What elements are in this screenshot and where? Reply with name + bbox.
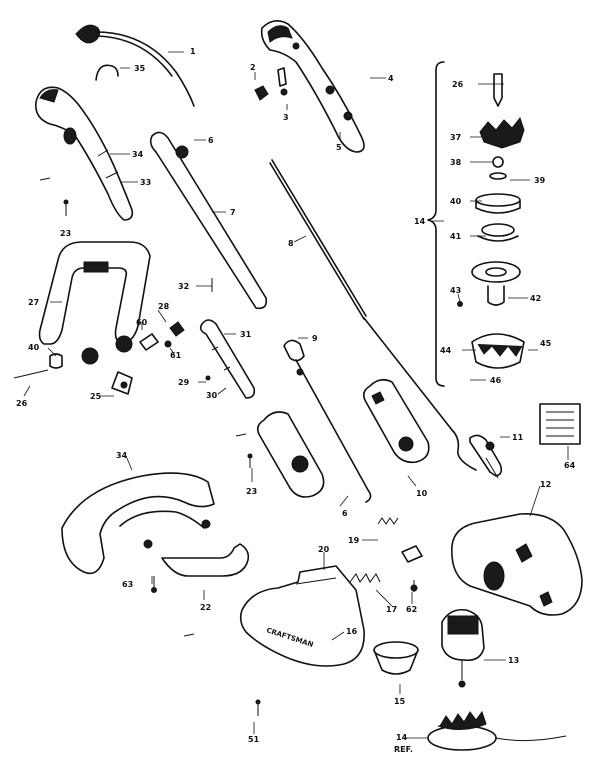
- short-tube-icon: [199, 319, 256, 399]
- callout-35: 35: [134, 64, 146, 73]
- callout-30: 30: [206, 391, 218, 400]
- callout-6-mid: 6: [342, 509, 348, 518]
- handle-hardware-icon: [13, 321, 185, 395]
- callout-26-left: 26: [16, 399, 28, 408]
- callout-40-top: 40: [450, 197, 462, 206]
- callout-46: 46: [490, 376, 502, 385]
- callout-43: 43: [450, 286, 461, 295]
- fan-ref-icon: [427, 710, 567, 751]
- callout-23-mid: 23: [246, 487, 257, 496]
- callout-9: 9: [312, 334, 318, 343]
- callout-5: 5: [336, 143, 342, 152]
- callout-20: 20: [318, 545, 330, 554]
- shaft-tube-icon: [149, 131, 268, 310]
- callout-40-left: 40: [28, 343, 40, 352]
- callout-19: 19: [348, 536, 360, 545]
- lower-housing-icon: CRAFTSMAN: [239, 565, 365, 667]
- callout-ref: REF.: [394, 745, 413, 754]
- upper-handle-icon: [260, 20, 365, 153]
- callout-64: 64: [564, 461, 576, 470]
- callout-44: 44: [440, 346, 452, 355]
- callout-25: 25: [90, 392, 102, 401]
- screw-hardware-icon: [254, 67, 288, 101]
- callout-61: 61: [170, 351, 182, 360]
- grass-guard-icon: [61, 472, 215, 575]
- screw-icon: [205, 375, 211, 381]
- callout-2: 2: [250, 63, 256, 72]
- callout-4: 4: [388, 74, 394, 83]
- callout-labels: 1 35 2 3 4 5 6 34 33 23 7 8 26 37 38 39 …: [16, 47, 576, 754]
- spring-icon: [349, 517, 423, 583]
- motor-armature-icon: [441, 608, 485, 688]
- callout-33: 33: [140, 178, 151, 187]
- drive-cable-icon: [269, 159, 477, 471]
- callout-12: 12: [540, 480, 551, 489]
- callout-14-ref: 14: [396, 733, 408, 742]
- callout-8: 8: [288, 239, 294, 248]
- spool-assembly-icon: [457, 73, 525, 369]
- callout-31: 31: [240, 330, 252, 339]
- callout-29: 29: [178, 378, 190, 387]
- callout-45: 45: [540, 339, 552, 348]
- misc-screws-icon: [39, 177, 418, 716]
- rear-handle-icon: [34, 86, 134, 221]
- callout-60: 60: [136, 318, 148, 327]
- callout-34-guard: 34: [116, 451, 128, 460]
- callout-15: 15: [394, 697, 406, 706]
- callout-26-top: 26: [452, 80, 464, 89]
- callout-23: 23: [60, 229, 71, 238]
- connector-rod-icon: [283, 339, 372, 503]
- callout-17: 17: [386, 605, 397, 614]
- callout-37: 37: [450, 133, 461, 142]
- callout-13: 13: [508, 656, 519, 665]
- callout-27: 27: [28, 298, 39, 307]
- callout-39: 39: [534, 176, 546, 185]
- motor-housing-icon: [451, 513, 583, 616]
- callout-51: 51: [248, 735, 260, 744]
- callout-38: 38: [450, 158, 462, 167]
- callout-16: 16: [346, 627, 358, 636]
- callout-6: 6: [208, 136, 214, 145]
- callout-42: 42: [530, 294, 541, 303]
- spool-cup-icon: [373, 641, 419, 675]
- callout-10: 10: [416, 489, 428, 498]
- callout-1: 1: [190, 47, 196, 56]
- cord-clip-icon: [95, 64, 119, 81]
- callout-11: 11: [512, 433, 524, 442]
- loop-handle-icon: [38, 241, 151, 365]
- callout-14-group: 14: [414, 217, 426, 226]
- motor-housing-half-icon: [256, 378, 430, 498]
- leader-lines: [23, 51, 569, 739]
- part-drawings: CRAFTSMAN: [13, 20, 583, 751]
- guard-bracket-icon: [161, 543, 250, 577]
- callout-7: 7: [230, 208, 236, 217]
- brand-text: CRAFTSMAN: [265, 626, 314, 649]
- callout-41: 41: [450, 232, 462, 241]
- label-decal-icon: [539, 403, 581, 445]
- callout-3: 3: [283, 113, 289, 122]
- callout-28: 28: [158, 302, 170, 311]
- cable-latch-icon: [469, 434, 503, 479]
- power-cord-icon: [75, 24, 195, 107]
- group-bracket: [427, 61, 445, 387]
- callout-63: 63: [122, 580, 133, 589]
- callout-32: 32: [178, 282, 189, 291]
- callout-22: 22: [200, 603, 211, 612]
- callout-34: 34: [132, 150, 144, 159]
- callout-62: 62: [406, 605, 417, 614]
